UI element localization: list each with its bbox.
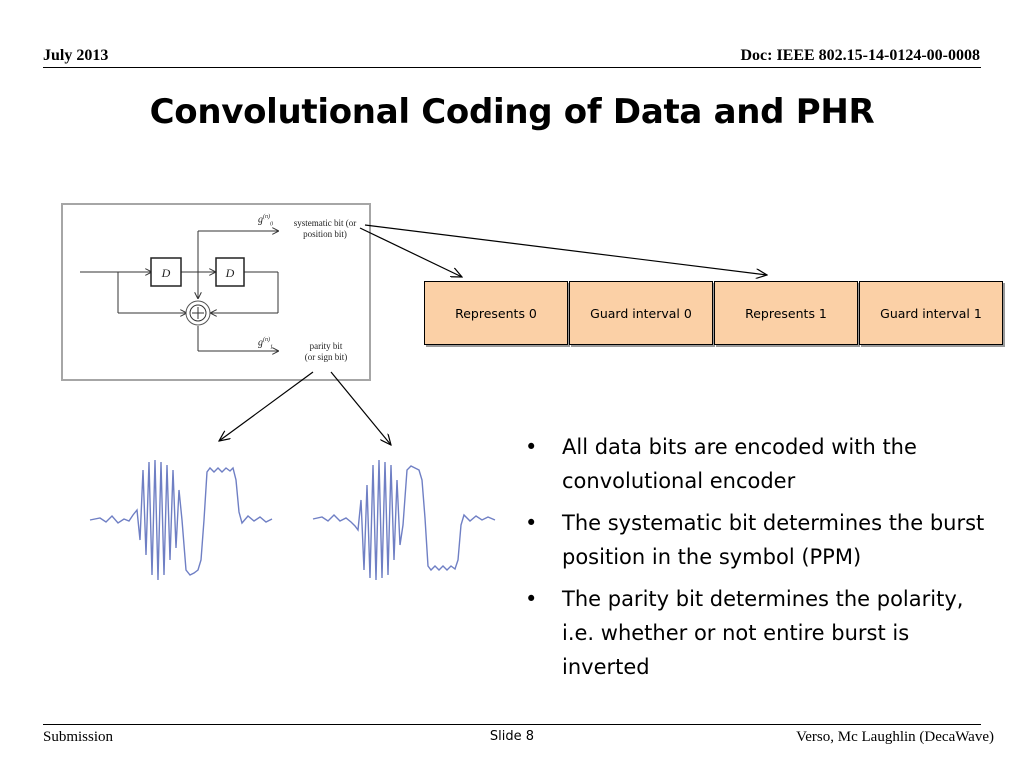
adder-icon xyxy=(185,300,211,326)
arrow-to-represents-0 xyxy=(359,227,462,277)
symbol-structure: Represents 0 Guard interval 0 Represents… xyxy=(424,281,1004,345)
waveform-inverted xyxy=(312,459,496,581)
bullet-marker: • xyxy=(525,511,538,535)
g1-label: g(n)1 xyxy=(258,337,273,351)
waveform-normal xyxy=(89,459,273,581)
arrow-to-waveform-normal xyxy=(219,371,314,441)
parity-bit-label: parity bit (or sign bit) xyxy=(304,341,348,362)
header-doc-id: Doc: IEEE 802.15-14-0124-00-0008 xyxy=(740,47,980,64)
header-date: July 2013 xyxy=(43,47,109,64)
systematic-bit-label: systematic bit (or position bit) xyxy=(293,218,357,239)
bullet-item: •All data bits are encoded with the conv… xyxy=(525,430,995,498)
bullet-list: •All data bits are encoded with the conv… xyxy=(525,430,995,692)
footer-divider xyxy=(43,724,981,725)
delay-block-2 xyxy=(215,257,245,287)
header-divider xyxy=(43,67,981,68)
arrow-to-represents-1 xyxy=(364,224,767,275)
bullet-marker: • xyxy=(525,587,538,611)
g0-label: g(n)0 xyxy=(258,214,273,228)
slide-number: Slide 8 xyxy=(489,729,535,744)
delay-label-2: D xyxy=(225,266,235,280)
slide-title: Convolutional Coding of Data and PHR xyxy=(149,92,875,132)
cell-represents-0: Represents 0 xyxy=(424,281,568,345)
bullet-item: •The systematic bit determines the burst… xyxy=(525,506,995,574)
cell-represents-1: Represents 1 xyxy=(714,281,858,345)
delay-label-1: D xyxy=(161,266,171,280)
cell-guard-interval-1: Guard interval 1 xyxy=(859,281,1003,345)
bullet-marker: • xyxy=(525,435,538,459)
footer-authors: Verso, Mc Laughlin (DecaWave) xyxy=(796,729,994,745)
arrow-to-waveform-inverted xyxy=(330,371,391,445)
footer-submission: Submission xyxy=(43,729,114,745)
bullet-item: •The parity bit determines the polarity,… xyxy=(525,582,995,684)
cell-guard-interval-0: Guard interval 0 xyxy=(569,281,713,345)
encoder-wiring xyxy=(80,231,278,351)
delay-block-1 xyxy=(150,257,182,287)
